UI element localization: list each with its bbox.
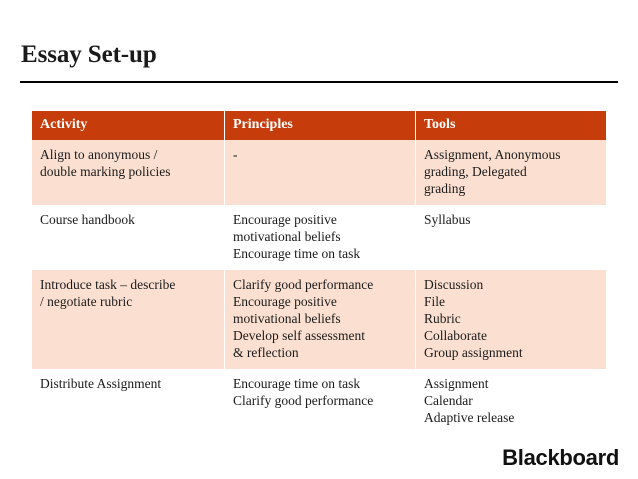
cell-line: motivational beliefs xyxy=(233,311,341,326)
table-header-row: Activity Principles Tools xyxy=(31,111,607,140)
cell-line: Introduce task – describe xyxy=(40,277,176,292)
cell-line: grading, Delegated xyxy=(424,164,527,179)
cell-tools: Assignment, Anonymous grading, Delegated… xyxy=(415,140,607,205)
cell-tools: Syllabus xyxy=(415,205,607,270)
cell-line: Align to anonymous / xyxy=(40,147,158,162)
cell-line: Discussion xyxy=(424,277,484,292)
table-row: Introduce task – describe / negotiate ru… xyxy=(31,270,607,369)
cell-line: Collaborate xyxy=(424,328,487,343)
cell-line: motivational beliefs xyxy=(233,229,341,244)
cell-tools: Assignment Calendar Adaptive release xyxy=(415,369,607,434)
cell-principles: Clarify good performance Encourage posit… xyxy=(224,270,416,369)
column-header-principles: Principles xyxy=(224,111,416,140)
cell-activity: Course handbook xyxy=(31,205,225,270)
cell-line: Encourage positive xyxy=(233,294,337,309)
cell-line: / negotiate rubric xyxy=(40,294,133,309)
cell-activity: Distribute Assignment xyxy=(31,369,225,434)
cell-line: Syllabus xyxy=(424,212,471,227)
cell-line: Encourage positive xyxy=(233,212,337,227)
title-divider xyxy=(20,81,618,83)
table-row: Course handbook Encourage positive motiv… xyxy=(31,205,607,270)
table-header: Activity Principles Tools xyxy=(31,111,607,140)
table-row: Align to anonymous / double marking poli… xyxy=(31,140,607,205)
cell-principles: Encourage time on task Clarify good perf… xyxy=(224,369,416,434)
cell-activity: Introduce task – describe / negotiate ru… xyxy=(31,270,225,369)
cell-line: - xyxy=(233,147,238,162)
cell-line: grading xyxy=(424,181,466,196)
cell-line: Clarify good performance xyxy=(233,393,374,408)
cell-line: Encourage time on task xyxy=(233,246,361,261)
cell-line: Assignment, Anonymous xyxy=(424,147,561,162)
cell-activity: Align to anonymous / double marking poli… xyxy=(31,140,225,205)
page-title: Essay Set-up xyxy=(21,41,157,68)
cell-line: double marking policies xyxy=(40,164,171,179)
column-header-activity: Activity xyxy=(31,111,225,140)
cell-line: Rubric xyxy=(424,311,461,326)
table-body: Align to anonymous / double marking poli… xyxy=(31,140,607,434)
cell-line: Adaptive release xyxy=(424,410,515,425)
cell-line: File xyxy=(424,294,446,309)
essay-setup-table: Activity Principles Tools Align to anony… xyxy=(31,111,607,434)
cell-line: Course handbook xyxy=(40,212,135,227)
column-header-tools: Tools xyxy=(415,111,607,140)
cell-line: Distribute Assignment xyxy=(40,376,162,391)
cell-line: Group assignment xyxy=(424,345,523,360)
cell-line: Calendar xyxy=(424,393,473,408)
table-row: Distribute Assignment Encourage time on … xyxy=(31,369,607,434)
cell-line: & reflection xyxy=(233,345,299,360)
cell-tools: Discussion File Rubric Collaborate Group… xyxy=(415,270,607,369)
cell-principles: Encourage positive motivational beliefs … xyxy=(224,205,416,270)
cell-line: Develop self assessment xyxy=(233,328,365,343)
cell-line: Assignment xyxy=(424,376,489,391)
cell-line: Encourage time on task xyxy=(233,376,361,391)
cell-line: Clarify good performance xyxy=(233,277,374,292)
blackboard-logo: Blackboard xyxy=(502,445,619,470)
cell-principles: - xyxy=(224,140,416,205)
